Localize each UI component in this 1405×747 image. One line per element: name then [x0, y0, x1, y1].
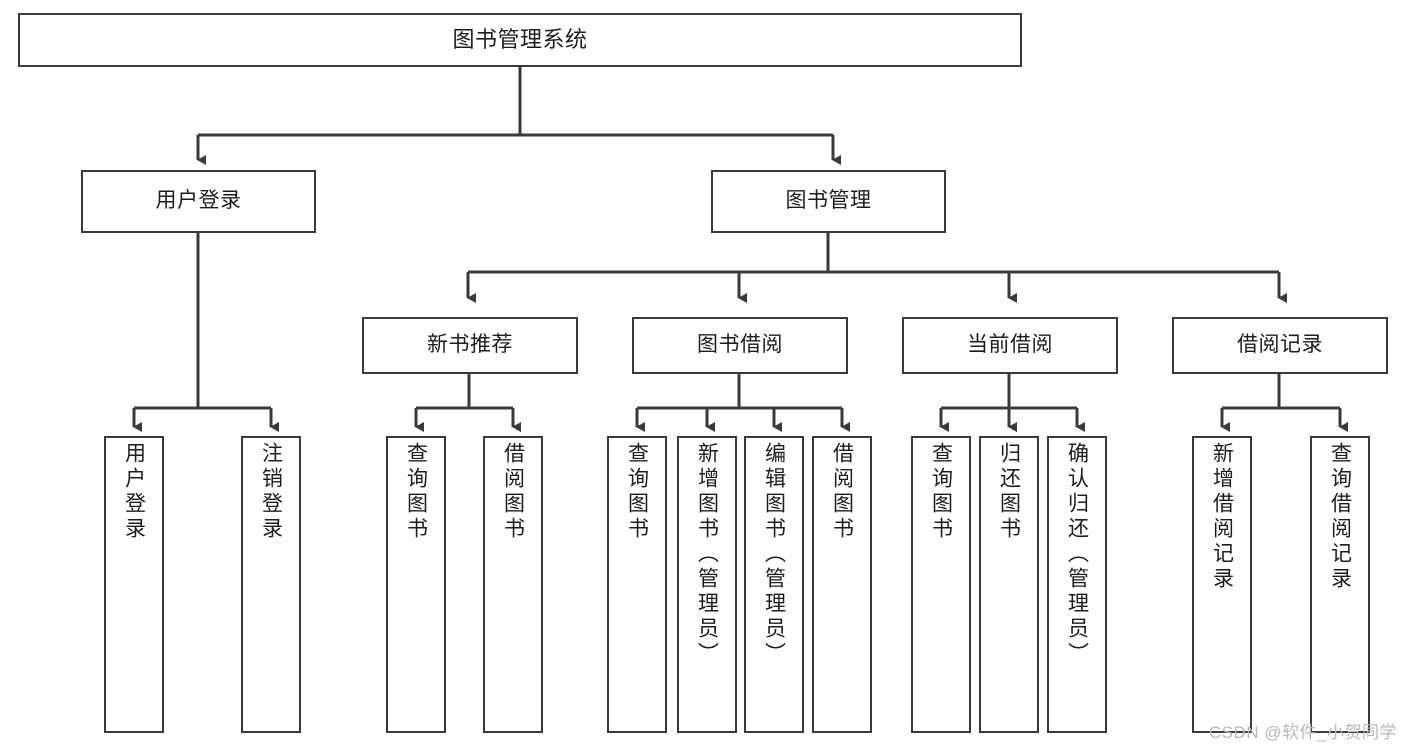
watermark: CSDN @软件_小贺同学 [1208, 723, 1397, 742]
leaf-borrow-book[interactable]: 借阅图书 [812, 436, 872, 733]
node-label: 查询借阅记录 [1328, 442, 1352, 592]
node-label: 用户登录 [122, 442, 146, 542]
node-label: 图书借阅 [697, 333, 783, 357]
leaf-add-book-admin[interactable]: 新增图书（管理员） [677, 436, 737, 733]
node-book-borrow[interactable]: 图书借阅 [632, 317, 848, 374]
node-label: 查询图书 [929, 442, 953, 542]
node-label: 查询图书 [404, 442, 428, 542]
node-label: 新增借阅记录 [1210, 442, 1234, 592]
node-new-book-recommend[interactable]: 新书推荐 [362, 317, 578, 374]
node-label: 归还图书 [997, 442, 1021, 542]
node-root-book-management-system[interactable]: 图书管理系统 [18, 13, 1022, 67]
node-user-login[interactable]: 用户登录 [81, 170, 316, 233]
leaf-add-borrow-record[interactable]: 新增借阅记录 [1192, 436, 1252, 733]
node-label: 借阅图书 [501, 442, 525, 542]
node-label: 新书推荐 [427, 333, 513, 357]
node-label: 新增图书（管理员） [695, 442, 719, 667]
leaf-user-login[interactable]: 用户登录 [104, 436, 164, 733]
leaf-query-borrow-record[interactable]: 查询借阅记录 [1310, 436, 1370, 733]
leaf-logout[interactable]: 注销登录 [241, 436, 301, 733]
node-current-borrow[interactable]: 当前借阅 [902, 317, 1118, 374]
leaf-query-book-current[interactable]: 查询图书 [911, 436, 971, 733]
node-label: 借阅图书 [830, 442, 854, 542]
leaf-confirm-return-admin[interactable]: 确认归还（管理员） [1047, 436, 1107, 733]
node-label: 用户登录 [155, 189, 242, 213]
node-label: 图书管理 [785, 189, 872, 213]
leaf-borrow-book-new[interactable]: 借阅图书 [483, 436, 543, 733]
leaf-query-book-new[interactable]: 查询图书 [386, 436, 446, 733]
node-label: 确认归还（管理员） [1065, 442, 1089, 667]
node-label: 当前借阅 [967, 333, 1053, 357]
node-label: 借阅记录 [1237, 333, 1323, 357]
node-label: 注销登录 [259, 442, 283, 542]
leaf-edit-book-admin[interactable]: 编辑图书（管理员） [744, 436, 804, 733]
node-label: 查询图书 [625, 442, 649, 542]
node-label: 编辑图书（管理员） [762, 442, 786, 667]
leaf-return-book[interactable]: 归还图书 [979, 436, 1039, 733]
node-label: 图书管理系统 [452, 27, 588, 53]
node-book-management[interactable]: 图书管理 [711, 170, 946, 233]
node-borrow-records[interactable]: 借阅记录 [1172, 317, 1388, 374]
leaf-query-book-borrow[interactable]: 查询图书 [607, 436, 667, 733]
